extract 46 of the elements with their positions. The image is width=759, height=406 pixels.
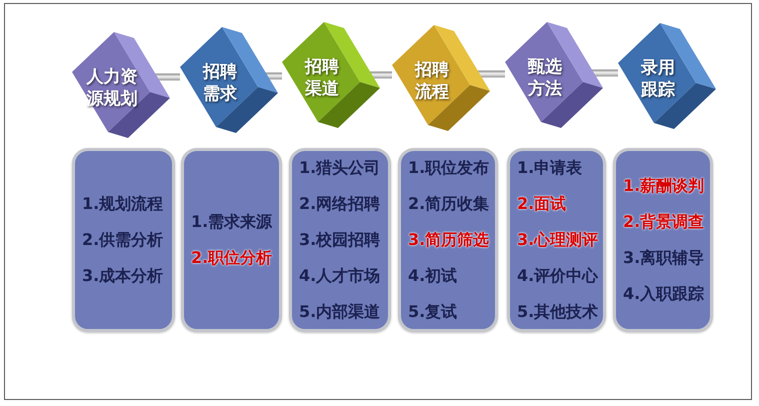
list-item: 2.背景调查 <box>623 211 704 233</box>
list-item: 3.离职辅导 <box>623 247 704 269</box>
connector-pipe <box>476 70 505 78</box>
cube-label: 招聘需求 <box>202 61 238 105</box>
list-item: 2.职位分析 <box>191 247 272 269</box>
cube <box>618 23 718 131</box>
list-panel <box>181 148 282 332</box>
cube-label: 甄选方法 <box>527 56 563 100</box>
cube-label: 招聘流程 <box>414 59 450 103</box>
connector-pipe <box>591 70 618 76</box>
list-item: 3.校园招聘 <box>299 229 380 251</box>
list-panel <box>398 148 498 332</box>
cube <box>505 22 605 130</box>
list-item: 2.简历收集 <box>408 193 490 215</box>
list-item: 1.职位发布 <box>408 157 490 179</box>
list-panel <box>72 148 175 332</box>
list-item: 3.心理测评 <box>517 229 598 251</box>
list-item: 2.网络招聘 <box>299 193 380 215</box>
list-panel <box>289 148 391 332</box>
list-item: 4.人才市场 <box>299 265 380 287</box>
list-item: 4.初试 <box>408 265 458 287</box>
list-item: 3.简历筛选 <box>408 229 490 251</box>
list-item: 1.需求来源 <box>191 211 272 233</box>
cube-label: 录用跟踪 <box>640 57 676 101</box>
cube-label: 招聘渠道 <box>304 56 340 100</box>
list-panel <box>507 148 606 332</box>
list-item: 5.其他技术 <box>517 301 598 323</box>
list-item: 4.评价中心 <box>517 265 598 287</box>
list-item: 4.入职跟踪 <box>623 283 704 305</box>
connector-pipe <box>264 72 282 80</box>
connector-pipe <box>369 72 392 78</box>
connector-pipe <box>154 74 180 80</box>
list-item: 2.供需分析 <box>82 229 164 251</box>
list-panel <box>613 148 713 332</box>
list-item: 1.申请表 <box>517 157 582 179</box>
list-item: 5.复试 <box>408 301 458 323</box>
list-item: 2.面试 <box>517 193 566 215</box>
cube <box>282 22 382 130</box>
list-item: 1.薪酬谈判 <box>623 175 704 197</box>
cube <box>72 32 172 140</box>
cube <box>180 27 280 135</box>
list-item: 1.规划流程 <box>82 193 164 215</box>
list-item: 3.成本分析 <box>82 265 164 287</box>
list-item: 5.内部渠道 <box>299 301 380 323</box>
list-item: 1.猎头公司 <box>299 157 380 179</box>
cube <box>392 25 492 133</box>
